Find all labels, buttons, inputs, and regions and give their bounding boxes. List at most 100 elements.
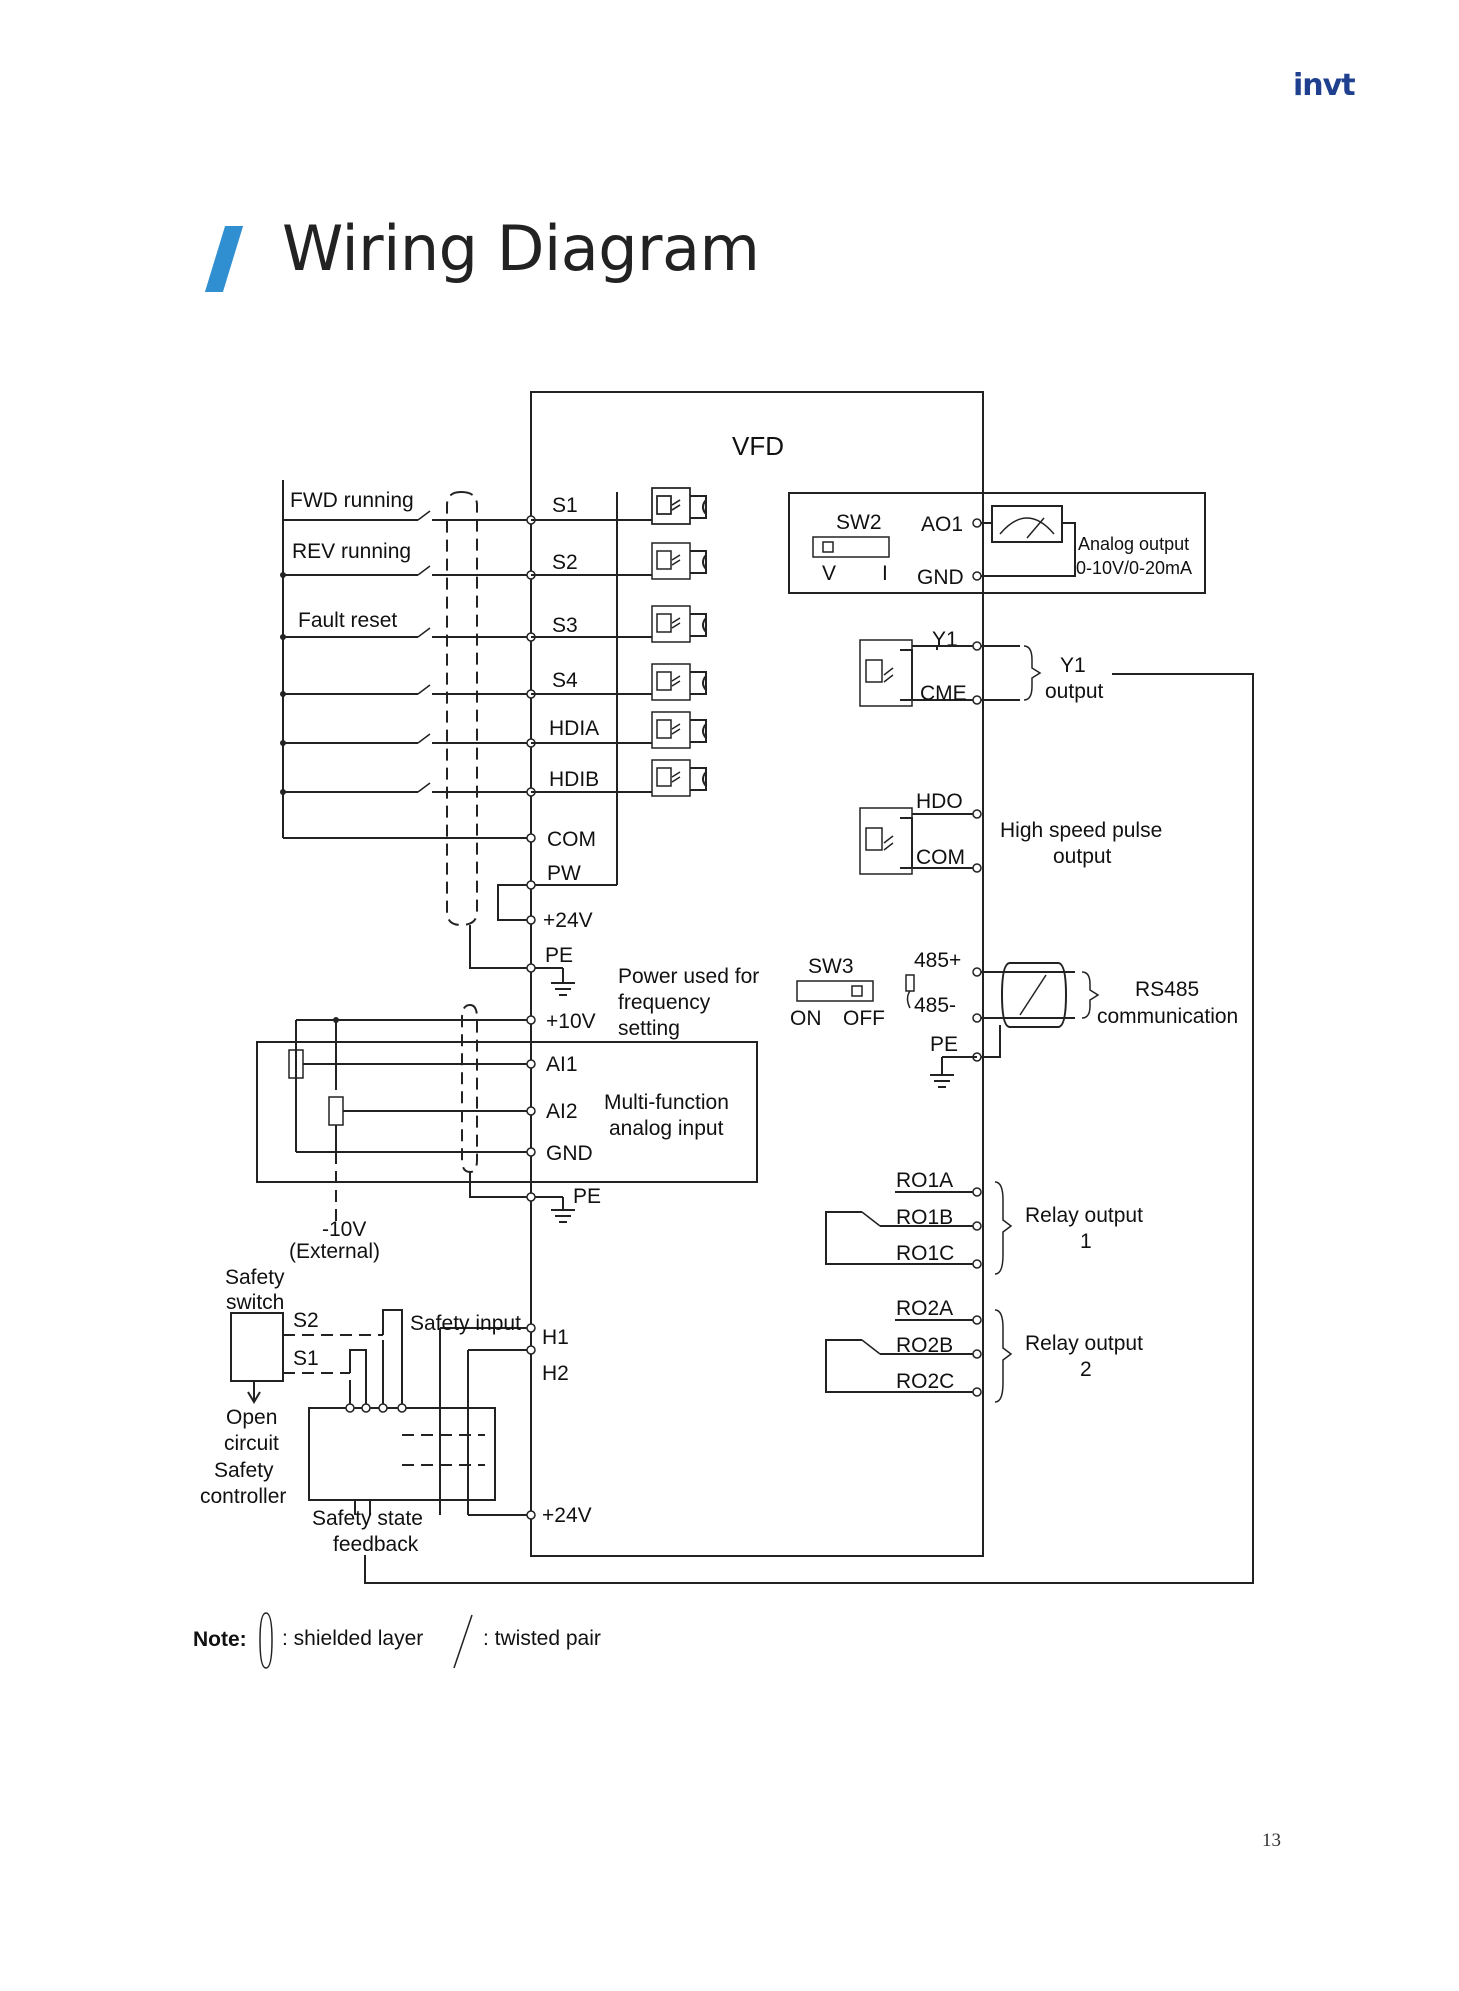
vfd-label: VFD — [732, 431, 784, 461]
terminal-cme: CME — [920, 682, 967, 705]
page-number: 13 — [1262, 1830, 1281, 1851]
twisted-pair-icon — [453, 1614, 473, 1669]
safety-s2-label: S2 — [293, 1309, 319, 1332]
vfd-enclosure — [530, 391, 984, 1557]
terminal-10v: +10V — [546, 1010, 596, 1033]
y1-output-section: Y1 CME Y1 output — [859, 628, 1104, 707]
input-row-hdia — [283, 733, 531, 744]
relay1-label-line2: 1 — [1080, 1230, 1092, 1253]
terminal-485m: 485- — [914, 994, 956, 1017]
relay1-label-line1: Relay output — [1025, 1204, 1143, 1227]
y1-output-line2: output — [1045, 680, 1104, 703]
fwd-running-label: FWD running — [290, 489, 414, 512]
relay-output-2: RO2A RO2B RO2C Relay output 2 — [825, 1297, 1143, 1403]
terminal-gnd-ao: GND — [917, 566, 964, 589]
terminal-hdib: HDIB — [549, 768, 599, 791]
input-row-s2 — [283, 565, 531, 576]
rs485-label-line2: communication — [1097, 1005, 1238, 1028]
safety-controller-line1: Safety — [214, 1459, 274, 1482]
analog-input-section: +10V AI1 AI2 GND PE Power used for frequ… — [256, 965, 759, 1263]
analog-output-line2: 0-10V/0-20mA — [1076, 558, 1192, 578]
safety-switch-line1: Safety — [225, 1266, 285, 1289]
relay2-label-line2: 2 — [1080, 1358, 1092, 1381]
terminal-hdia: HDIA — [549, 717, 599, 740]
terminal-ai2: AI2 — [546, 1100, 578, 1123]
feedback-line1: Safety state — [312, 1507, 423, 1530]
rs485-section: SW3 ON OFF 485+ 485- PE RS485 communicat… — [790, 949, 1238, 1088]
analog-output-section: SW2 V I AO1 GND Analog output 0-10V/0-20… — [788, 492, 1206, 594]
analog-meter — [991, 505, 1063, 543]
safety-section: Safety switch S2 S1 Open circuit Safety … — [200, 673, 1254, 1584]
sw3-on-label: ON — [790, 1007, 822, 1030]
relay2-label-line1: Relay output — [1025, 1332, 1143, 1355]
terminal-24v-safety: +24V — [542, 1504, 592, 1527]
analog-output-line1: Analog output — [1078, 534, 1189, 554]
terminal-ro1c: RO1C — [896, 1242, 954, 1265]
feedback-line2: feedback — [333, 1533, 419, 1556]
sw2-label: SW2 — [836, 511, 882, 534]
safety-input-label: Safety input — [410, 1312, 521, 1335]
terminal-ro2a: RO2A — [896, 1297, 953, 1320]
terminal-ro2b: RO2B — [896, 1334, 953, 1357]
terminal-y1: Y1 — [932, 628, 958, 651]
ext-label: (External) — [289, 1240, 380, 1263]
shielded-layer-icon — [259, 1612, 273, 1669]
multi-function-line2: analog input — [609, 1117, 724, 1140]
input-row-s4 — [283, 684, 531, 695]
rev-running-label: REV running — [292, 540, 411, 563]
sw2-i-label: I — [882, 562, 888, 585]
ext-10v-label: -10V — [322, 1218, 366, 1241]
multi-function-line1: Multi-function — [604, 1091, 729, 1114]
sw3-off-label: OFF — [843, 1007, 885, 1030]
terminal-s3: S3 — [552, 614, 578, 637]
note-label: Note: — [193, 1628, 247, 1651]
safety-switch-line2: switch — [226, 1291, 284, 1314]
terminal-ro1b: RO1B — [896, 1206, 953, 1229]
terminal-gnd: GND — [546, 1142, 593, 1165]
terminal-com-hdo: COM — [916, 846, 965, 869]
rs485-shield — [1000, 962, 1068, 1028]
terminal-pe-analog: PE — [573, 1185, 601, 1208]
power-note-line3: setting — [618, 1017, 680, 1040]
hdo-output-line2: output — [1053, 845, 1112, 868]
input-optocouplers — [531, 487, 707, 885]
input-row-s1 — [283, 510, 531, 521]
terminal-hdo: HDO — [916, 790, 963, 813]
page-title: Wiring Diagram — [282, 212, 760, 285]
fault-reset-label: Fault reset — [298, 609, 397, 632]
legend-note: Note: : shielded layer : twisted pair — [193, 1612, 601, 1669]
safety-s1-label: S1 — [293, 1347, 319, 1370]
shield-digital — [446, 491, 478, 927]
terminal-s2: S2 — [552, 551, 578, 574]
terminal-pe: PE — [545, 944, 573, 967]
analog-input-box — [256, 1041, 758, 1183]
terminal-24v: +24V — [543, 909, 593, 932]
power-note-line1: Power used for — [618, 965, 759, 988]
sw2-v-label: V — [822, 562, 836, 585]
rs485-label-line1: RS485 — [1135, 978, 1199, 1001]
terminal-s4: S4 — [552, 669, 578, 692]
y1-output-line1: Y1 — [1060, 654, 1086, 677]
open-circuit-line1: Open — [226, 1406, 277, 1429]
hdo-output-section: HDO COM High speed pulse output — [859, 790, 1162, 875]
invt-logo: invt — [1293, 68, 1356, 103]
terminal-h1: H1 — [542, 1326, 569, 1349]
terminal-s1: S1 — [552, 494, 578, 517]
note-twisted: : twisted pair — [483, 1627, 601, 1650]
sw3-label: SW3 — [808, 955, 854, 978]
terminal-ao1: AO1 — [921, 513, 963, 536]
terminal-com: COM — [547, 828, 596, 851]
hdo-output-line1: High speed pulse — [1000, 819, 1162, 842]
power-note-line2: frequency — [618, 991, 711, 1014]
terminal-pe-485: PE — [930, 1033, 958, 1056]
note-shielded: : shielded layer — [282, 1627, 423, 1650]
input-row-hdib — [283, 782, 531, 793]
open-circuit-line2: circuit — [224, 1432, 279, 1455]
digital-inputs: FWD running REV running Fault reset S1 S… — [280, 480, 617, 996]
input-row-s3 — [283, 627, 531, 638]
terminal-pw: PW — [547, 862, 581, 885]
relay-output-1: RO1A RO1B RO1C Relay output 1 — [825, 1169, 1143, 1275]
terminal-485p: 485+ — [914, 949, 961, 972]
terminal-ro1a: RO1A — [896, 1169, 953, 1192]
